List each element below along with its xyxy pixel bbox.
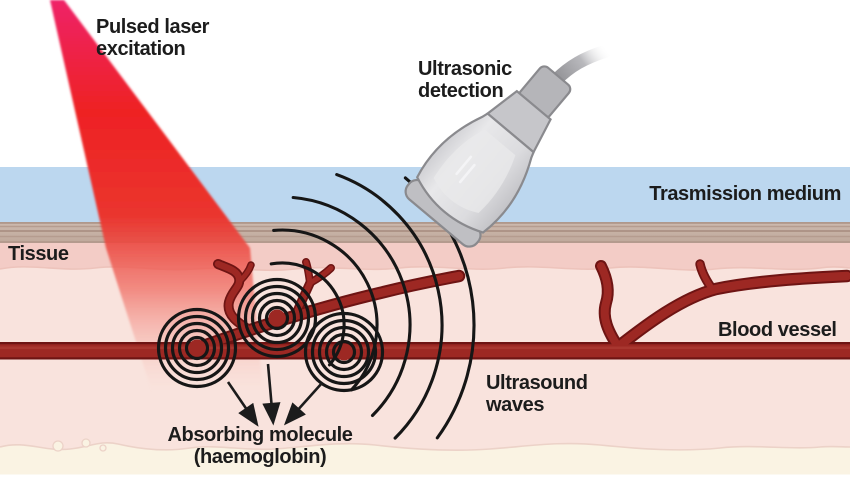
probe-gloss-lines [455,155,476,184]
absorbing-molecule-line2: (haemoglobin) [193,446,327,469]
tissue-bubble [99,444,107,452]
absorbing-molecule-line1: Absorbing molecule [167,424,353,446]
blood-vessel-highlight [0,346,850,350]
laser-beam [50,0,263,392]
bottom-margin [0,474,850,482]
ultrasound-waves-line1: Ultrasound [486,372,588,394]
absorbing-molecule-left [156,307,238,389]
blood-vessel-main [0,344,850,358]
tissue-bubble [81,438,91,448]
arrow-left-molecule [226,381,259,427]
transmission-medium-label: Trasmission medium [649,183,841,205]
absorbing-molecule-middle [236,277,318,359]
absorbing-molecule-label: Absorbing molecule (haemoglobin) [148,424,372,469]
pulsed-laser-line2: excitation [96,38,186,61]
blood-vessel-label: Blood vessel [718,319,837,341]
pulsed-laser-line1: Pulsed laser [96,16,210,38]
arrow-middle-molecule [262,363,281,426]
probe-body-highlight [433,129,516,214]
ultrasonic-detection-line2: detection [418,80,504,103]
ultrasonic-detection-line1: Ultrasonic [418,58,512,80]
ultrasound-waves-label: Ultrasound waves [486,372,588,417]
ultrasonic-detection-label: Ultrasonic detection [418,58,512,103]
pulsed-laser-label: Pulsed laser excitation [96,16,209,61]
subcutaneous-layer [0,438,850,482]
arrow-right-molecule [283,382,323,426]
ultrasound-probe [404,44,613,248]
ultrasound-waves-line2: waves [486,394,545,417]
annotation-arrows [226,363,323,427]
tissue-label: Tissue [8,243,69,265]
tissue-bubble [52,440,64,452]
